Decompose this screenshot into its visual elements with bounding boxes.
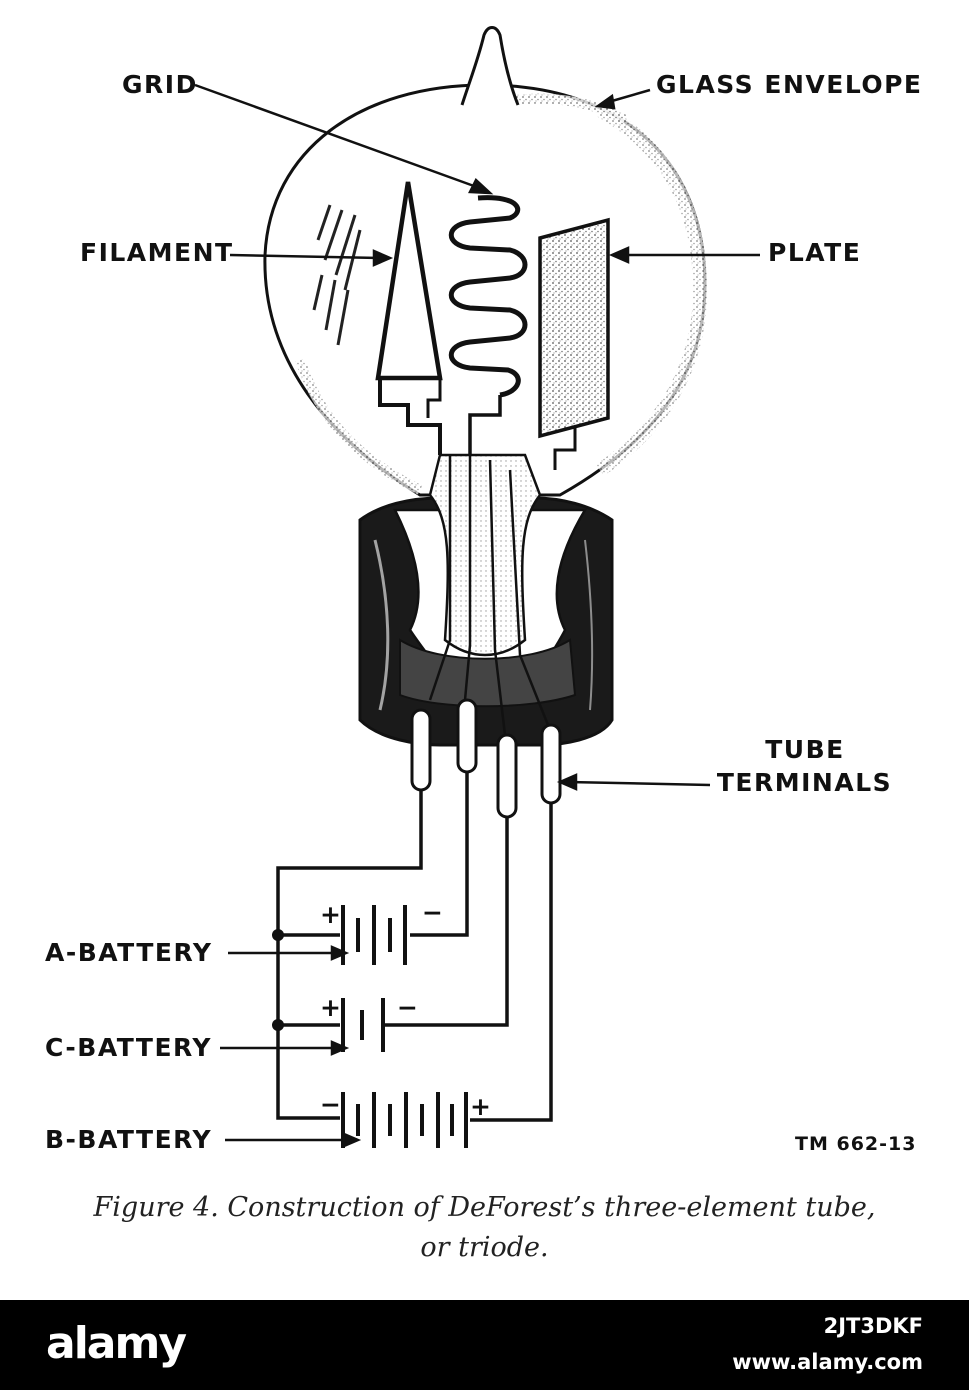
label-tube: TUBE xyxy=(765,735,845,764)
label-filament: FILAMENT xyxy=(80,238,234,267)
c-battery-minus: − xyxy=(397,993,420,1022)
b-battery-minus: − xyxy=(320,1090,343,1119)
figure-caption: Figure 4. Construction of DeForest’s thr… xyxy=(0,1188,969,1268)
label-b-battery: B-BATTERY xyxy=(45,1125,213,1154)
label-c-battery: C-BATTERY xyxy=(45,1033,213,1062)
exhaust-tip xyxy=(460,26,520,106)
caption-line-2: or triode. xyxy=(420,1232,549,1263)
watermark-bar: alamy 2JT3DKF www.alamy.com xyxy=(0,1300,969,1390)
label-terminals: TERMINALS xyxy=(716,768,893,797)
brand-logo: alamy xyxy=(46,1318,187,1369)
label-glass-envelope: GLASS ENVELOPE xyxy=(656,70,923,99)
tube-base xyxy=(358,453,614,747)
label-plate: PLATE xyxy=(768,238,862,267)
filament xyxy=(375,181,443,455)
image-id: 2JT3DKF xyxy=(823,1314,923,1338)
label-grid: GRID xyxy=(122,70,198,99)
a-battery-plus: + xyxy=(320,900,343,929)
glass-envelope xyxy=(263,83,708,497)
figure-code: TM 662-13 xyxy=(795,1133,917,1155)
label-leaders xyxy=(194,83,760,1148)
junction-dot xyxy=(272,929,284,941)
circuit-wiring xyxy=(276,772,553,1122)
grid xyxy=(448,195,528,455)
lead-wires xyxy=(428,455,550,736)
triode-illustration xyxy=(194,26,760,1148)
triode-diagram: GRID GLASS ENVELOPE FILAMENT PLATE TUBE … xyxy=(0,26,969,1268)
c-battery-plus: + xyxy=(320,993,343,1022)
plate xyxy=(538,217,610,470)
site-url: www.alamy.com xyxy=(732,1350,923,1374)
c-battery-cells xyxy=(341,998,385,1052)
glass-highlight xyxy=(312,204,362,346)
caption-line-1: Figure 4. Construction of DeForest’s thr… xyxy=(93,1192,876,1223)
label-a-battery: A-BATTERY xyxy=(45,938,213,967)
a-battery-minus: − xyxy=(422,898,445,927)
junction-dot xyxy=(272,1019,284,1031)
b-battery-plus: + xyxy=(470,1092,493,1121)
b-battery-cells xyxy=(341,1092,468,1148)
a-battery-cells xyxy=(341,905,407,965)
